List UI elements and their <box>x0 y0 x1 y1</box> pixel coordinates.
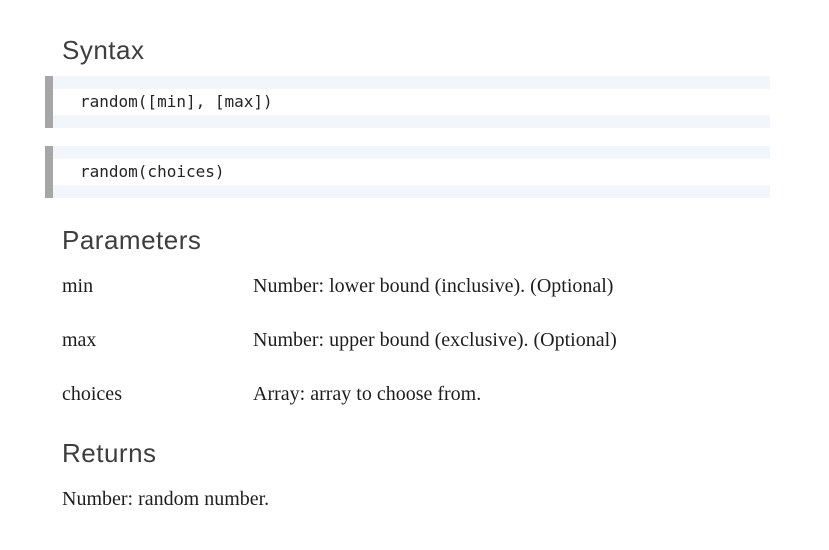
parameter-name: min <box>62 275 94 297</box>
returns-heading: Returns <box>62 438 157 468</box>
parameter-name: max <box>62 329 97 351</box>
parameter-row-max: max Number: upper bound (exclusive). (Op… <box>62 326 770 354</box>
parameter-name: choices <box>62 383 122 405</box>
parameter-row-choices: choices Array: array to choose from. <box>62 380 770 408</box>
syntax-code-text-1: random([min], [max]) <box>53 89 770 115</box>
parameter-description: Number: upper bound (exclusive). (Option… <box>253 329 617 351</box>
parameters-table: min Number: lower bound (inclusive). (Op… <box>62 272 770 408</box>
syntax-code-block-1: random([min], [max]) <box>45 76 770 128</box>
returns-description: Number: random number. <box>62 488 270 510</box>
parameter-row-min: min Number: lower bound (inclusive). (Op… <box>62 272 770 300</box>
syntax-code-text-2: random(choices) <box>53 159 770 185</box>
syntax-code-block-2: random(choices) <box>45 146 770 198</box>
syntax-heading: Syntax <box>62 35 145 65</box>
parameter-description: Number: lower bound (inclusive). (Option… <box>253 275 614 297</box>
parameters-heading: Parameters <box>62 225 202 255</box>
parameter-description: Array: array to choose from. <box>253 383 482 405</box>
